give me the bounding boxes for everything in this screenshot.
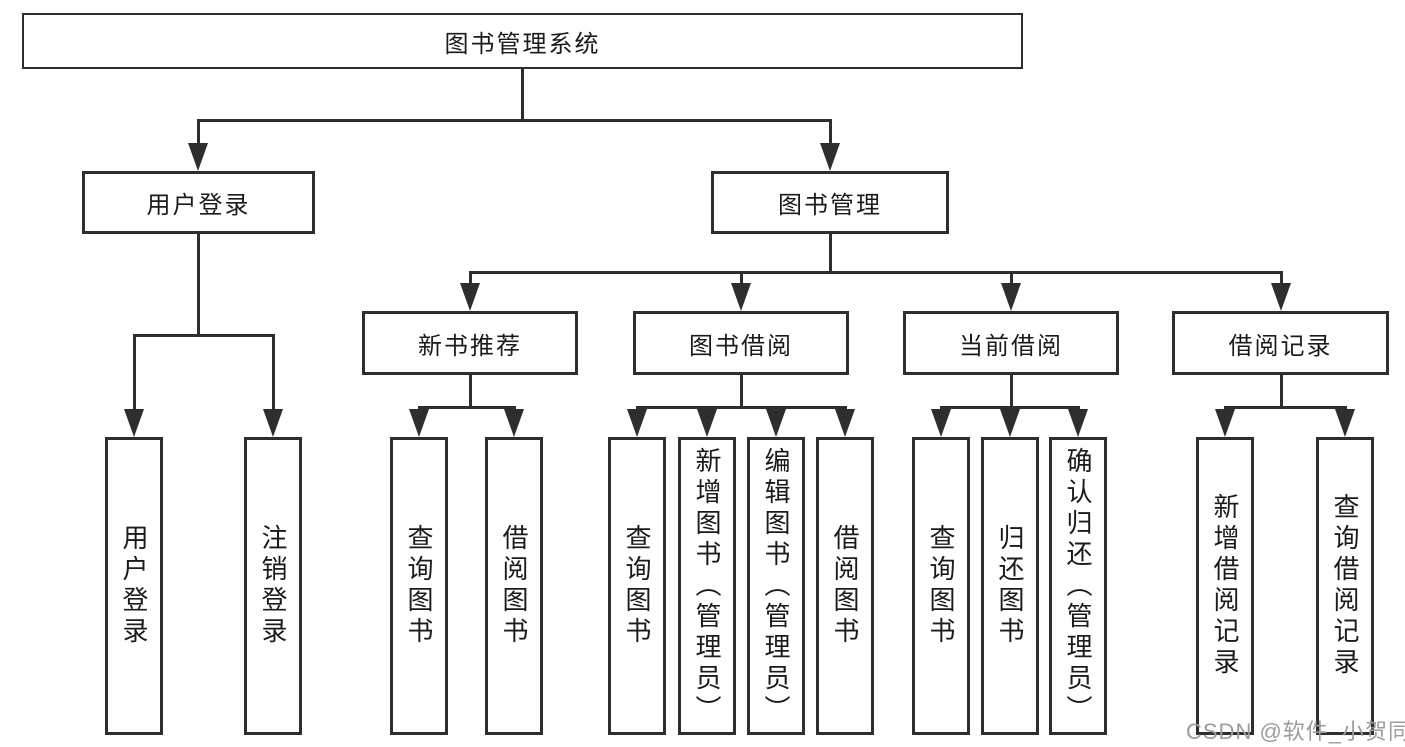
node-book-management-label: 图书管理 <box>778 192 882 219</box>
arrow-down-icon <box>460 283 480 311</box>
arrow-down-icon <box>263 409 283 437</box>
connector-line <box>829 234 832 274</box>
node-current-borrow-label: 当前借阅 <box>959 332 1063 360</box>
connector-line <box>636 406 846 409</box>
arrow-down-icon <box>1335 409 1355 437</box>
arrow-down-icon <box>766 409 786 437</box>
arrow-down-icon <box>731 283 751 311</box>
node-borrow-records-label: 借阅记录 <box>1228 332 1333 360</box>
node-book-borrow-label: 图书借阅 <box>689 332 793 360</box>
node-root: 图书管理系统 <box>22 13 1023 69</box>
connector-line <box>1010 375 1013 408</box>
leaf-query-borrow-record: 查询借阅记录 <box>1316 437 1374 735</box>
node-new-book-recommend: 新书推荐 <box>362 311 578 375</box>
connector-line <box>829 119 832 147</box>
connector-line <box>1010 271 1013 286</box>
arrow-down-icon <box>409 409 429 437</box>
arrow-down-icon <box>1215 409 1235 437</box>
leaf-add-book-admin: 新增图书（管理员） <box>678 437 736 735</box>
leaf-edit-book-admin-label: 编辑图书（管理员） <box>761 446 791 726</box>
leaf-add-borrow-record: 新增借阅记录 <box>1196 437 1254 735</box>
connector-line <box>469 271 472 286</box>
leaf-query-books-current-label: 查询图书 <box>926 524 956 648</box>
arrow-down-icon <box>504 409 524 437</box>
connector-line <box>740 375 743 408</box>
connector-line <box>740 271 743 286</box>
arrow-down-icon <box>820 143 840 171</box>
connector-line <box>521 68 524 121</box>
node-borrow-records: 借阅记录 <box>1172 311 1389 375</box>
arrow-down-icon <box>188 143 208 171</box>
leaf-borrow-books-borrow: 借阅图书 <box>816 437 874 735</box>
connector-line <box>197 119 832 122</box>
connector-line <box>133 334 275 337</box>
node-book-borrow: 图书借阅 <box>633 311 849 375</box>
leaf-edit-book-admin: 编辑图书（管理员） <box>747 437 805 735</box>
arrow-down-icon <box>1001 283 1021 311</box>
arrow-down-icon <box>627 409 647 437</box>
leaf-borrow-books-recommend-label: 借阅图书 <box>499 524 529 648</box>
leaf-confirm-return-admin: 确认归还（管理员） <box>1049 437 1107 735</box>
arrow-down-icon <box>1271 283 1291 311</box>
connector-line <box>197 119 200 147</box>
leaf-confirm-return-admin-label: 确认归还（管理员） <box>1063 446 1093 726</box>
connector-line <box>1280 375 1283 408</box>
leaf-query-books-borrow: 查询图书 <box>608 437 666 735</box>
node-new-book-recommend-label: 新书推荐 <box>418 332 522 360</box>
arrow-down-icon <box>697 409 717 437</box>
node-book-management: 图书管理 <box>711 171 949 234</box>
node-current-borrow: 当前借阅 <box>903 311 1119 375</box>
connector-line <box>469 375 472 408</box>
leaf-borrow-books-borrow-label: 借阅图书 <box>830 524 860 648</box>
connector-line <box>1280 271 1283 286</box>
leaf-logout-label: 注销登录 <box>258 524 288 648</box>
connector-line <box>469 271 1283 274</box>
leaf-query-borrow-record-label: 查询借阅记录 <box>1330 493 1360 679</box>
connector-line <box>1224 406 1346 409</box>
arrow-down-icon <box>931 409 951 437</box>
node-root-label: 图书管理系统 <box>444 30 601 58</box>
leaf-add-borrow-record-label: 新增借阅记录 <box>1210 493 1240 679</box>
leaf-add-book-admin-label: 新增图书（管理员） <box>692 446 722 726</box>
leaf-query-books-recommend: 查询图书 <box>390 437 448 735</box>
leaf-user-login-label: 用户登录 <box>119 524 149 648</box>
leaf-query-books-borrow-label: 查询图书 <box>622 524 652 648</box>
node-user-login: 用户登录 <box>82 171 315 234</box>
arrow-down-icon <box>124 409 144 437</box>
connector-line <box>272 334 275 412</box>
watermark: CSDN @软件_小贺同学 <box>1186 719 1405 744</box>
connector-line <box>133 334 136 412</box>
leaf-borrow-books-recommend: 借阅图书 <box>485 437 543 735</box>
connector-line <box>418 406 516 409</box>
arrow-down-icon <box>1068 409 1088 437</box>
leaf-return-books: 归还图书 <box>981 437 1039 735</box>
arrow-down-icon <box>1000 409 1020 437</box>
leaf-query-books-current: 查询图书 <box>912 437 970 735</box>
leaf-user-login: 用户登录 <box>105 437 163 735</box>
leaf-return-books-label: 归还图书 <box>995 524 1025 648</box>
connector-line <box>197 234 200 337</box>
leaf-query-books-recommend-label: 查询图书 <box>404 524 434 648</box>
leaf-logout: 注销登录 <box>244 437 302 735</box>
node-user-login-label: 用户登录 <box>146 192 251 219</box>
arrow-down-icon <box>835 409 855 437</box>
